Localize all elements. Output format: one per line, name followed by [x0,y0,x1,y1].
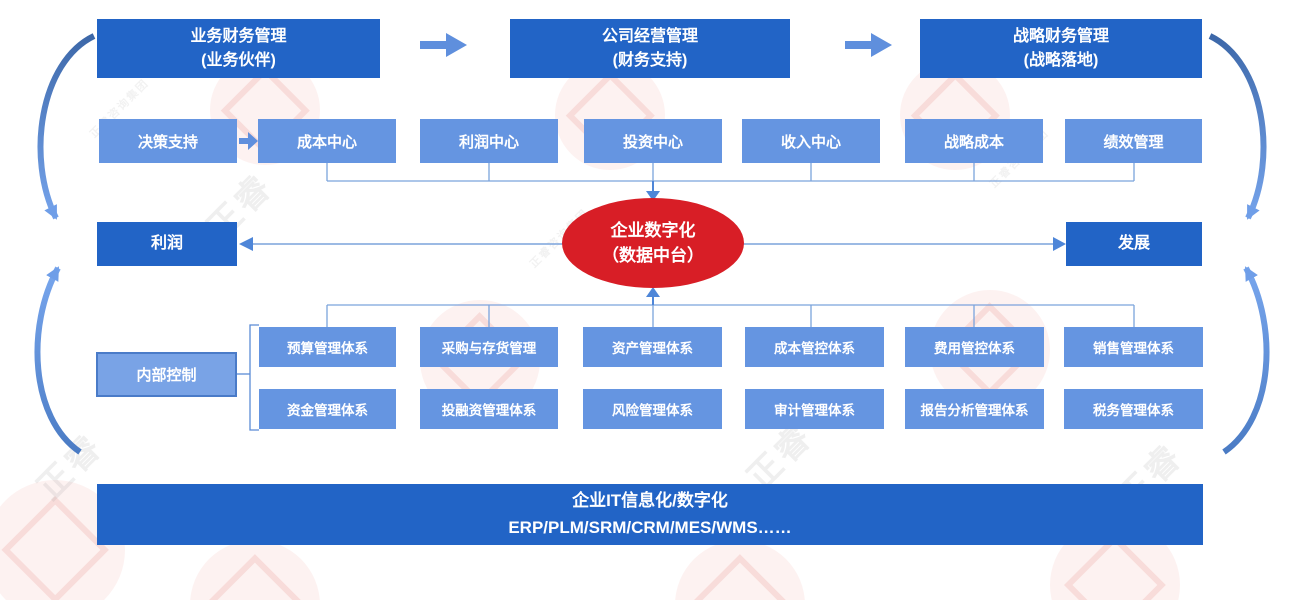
system-label: 销售管理体系 [1093,341,1174,356]
profit-box: 利润 [97,222,237,266]
internal-control-box: 内部控制 [96,352,237,397]
system-label: 成本管控体系 [774,341,855,356]
decision-support-box: 决策支持 [99,119,237,163]
top-box-title: 业务财务管理 [190,28,287,46]
curve-arrow-right-bottom [1222,266,1270,455]
banner-title: 企业IT信息化/数字化 [572,491,728,511]
top-box-company-operation: 公司经营管理 (财务支持) [510,19,790,78]
hub-title: 企业数字化 [610,220,696,240]
system-label: 投融资管理体系 [441,403,537,418]
banner-systems-list: ERP/PLM/SRM/CRM/MES/WMS…… [508,517,792,537]
curve-arrow-right-top [1208,33,1267,220]
center-box-performance: 绩效管理 [1065,119,1202,163]
hub-subtitle: （数据中台） [602,246,704,265]
internal-control-label: 内部控制 [136,367,197,384]
top-box-title: 公司经营管理 [601,28,698,46]
system-box-budget: 预算管理体系 [259,327,396,367]
profit-label: 利润 [150,235,183,253]
curve-arrow-left-bottom [34,266,82,455]
system-label: 预算管理体系 [287,341,368,356]
center-label: 绩效管理 [1103,133,1164,151]
system-box-treasury: 资金管理体系 [259,389,396,429]
system-box-risk: 风险管理体系 [583,389,722,429]
system-label: 报告分析管理体系 [920,403,1029,418]
decision-arrow-icon [239,132,258,150]
hub-in-arrowhead-icon [646,191,660,201]
system-label: 费用管控体系 [934,341,1015,356]
center-box-investment: 投资中心 [584,119,722,163]
flow-arrow-icon [845,33,892,57]
top-box-strategic-finance: 战略财务管理 (战略落地) [920,19,1202,78]
center-label: 战略成本 [943,133,1004,151]
system-label: 资金管理体系 [287,403,368,418]
center-label: 利润中心 [458,133,519,151]
internal-control-bracket [237,324,259,431]
system-box-reporting: 报告分析管理体系 [905,389,1044,429]
top-box-title: 战略财务管理 [1012,28,1109,46]
hub-up-arrowhead-icon [646,287,660,297]
system-box-expense-control: 费用管控体系 [905,327,1044,367]
center-label: 成本中心 [296,133,357,151]
system-box-sales: 销售管理体系 [1064,327,1203,367]
development-box: 发展 [1066,222,1202,266]
center-label: 收入中心 [780,133,841,151]
system-box-tax: 税务管理体系 [1064,389,1203,429]
upper-connector-tree [326,163,1135,191]
system-box-cost-control: 成本管控体系 [745,327,884,367]
decision-support-label: 决策支持 [137,133,198,151]
system-label: 资产管理体系 [612,341,693,356]
flow-arrow-icon [420,33,467,57]
system-label: 审计管理体系 [774,403,855,418]
center-box-strategic-cost: 战略成本 [905,119,1043,163]
center-box-cost: 成本中心 [258,119,396,163]
system-box-financing: 投融资管理体系 [420,389,558,429]
top-box-subtitle: (战略落地) [1023,51,1099,69]
it-digitalization-banner: 企业IT信息化/数字化 ERP/PLM/SRM/CRM/MES/WMS…… [97,484,1203,545]
top-box-subtitle: (业务伙伴) [201,51,276,69]
curve-arrow-left-top [37,33,96,220]
lower-connector-tree [326,296,1135,327]
system-box-procurement: 采购与存货管理 [420,327,558,367]
system-label: 风险管理体系 [612,403,693,418]
development-label: 发展 [1117,235,1150,253]
system-box-assets: 资产管理体系 [583,327,722,367]
center-box-revenue: 收入中心 [742,119,880,163]
digital-hub-ellipse: 企业数字化 （数据中台） [562,198,744,288]
center-box-profit: 利润中心 [420,119,558,163]
top-box-subtitle: (财务支持) [612,51,688,69]
system-label: 税务管理体系 [1093,403,1174,418]
top-box-business-finance: 业务财务管理 (业务伙伴) [97,19,380,78]
center-label: 投资中心 [622,133,683,151]
system-box-audit: 审计管理体系 [745,389,884,429]
system-label: 采购与存货管理 [441,341,537,356]
